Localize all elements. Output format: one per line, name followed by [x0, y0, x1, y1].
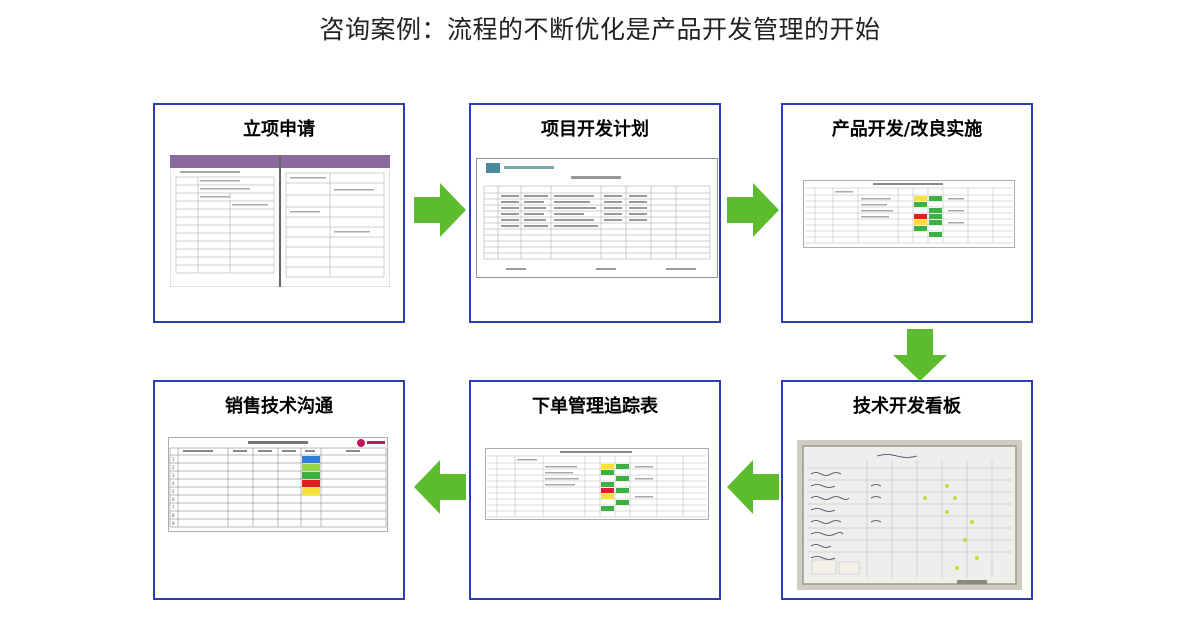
- step-technical-development-board: 技术开发看板: [781, 380, 1033, 600]
- page-title: 咨询案例：流程的不断优化是产品开发管理的开始: [0, 10, 1200, 46]
- step-order-tracking-table: 下单管理追踪表: [469, 380, 721, 600]
- left-arrow-icon: [727, 460, 779, 514]
- application-form-thumbnail: [170, 155, 390, 287]
- step-label: 销售技术沟通: [155, 392, 403, 418]
- left-arrow-icon: [414, 460, 466, 514]
- implementation-table-thumbnail: [803, 180, 1015, 248]
- right-arrow-icon: [414, 183, 466, 237]
- development-plan-thumbnail: [476, 158, 718, 278]
- right-arrow-icon: [727, 183, 779, 237]
- whiteboard-photo-thumbnail: [797, 440, 1022, 590]
- step-project-development-plan: 项目开发计划: [469, 103, 721, 323]
- step-label: 下单管理追踪表: [471, 392, 719, 418]
- step-label: 立项申请: [155, 115, 403, 141]
- step-label: 产品开发/改良实施: [783, 115, 1031, 141]
- step-label: 技术开发看板: [783, 392, 1031, 418]
- down-arrow-icon: [893, 329, 947, 381]
- step-project-application: 立项申请: [153, 103, 405, 323]
- step-product-development-implementation: 产品开发/改良实施: [781, 103, 1033, 323]
- order-tracking-thumbnail: [485, 448, 709, 520]
- step-label: 项目开发计划: [471, 115, 719, 141]
